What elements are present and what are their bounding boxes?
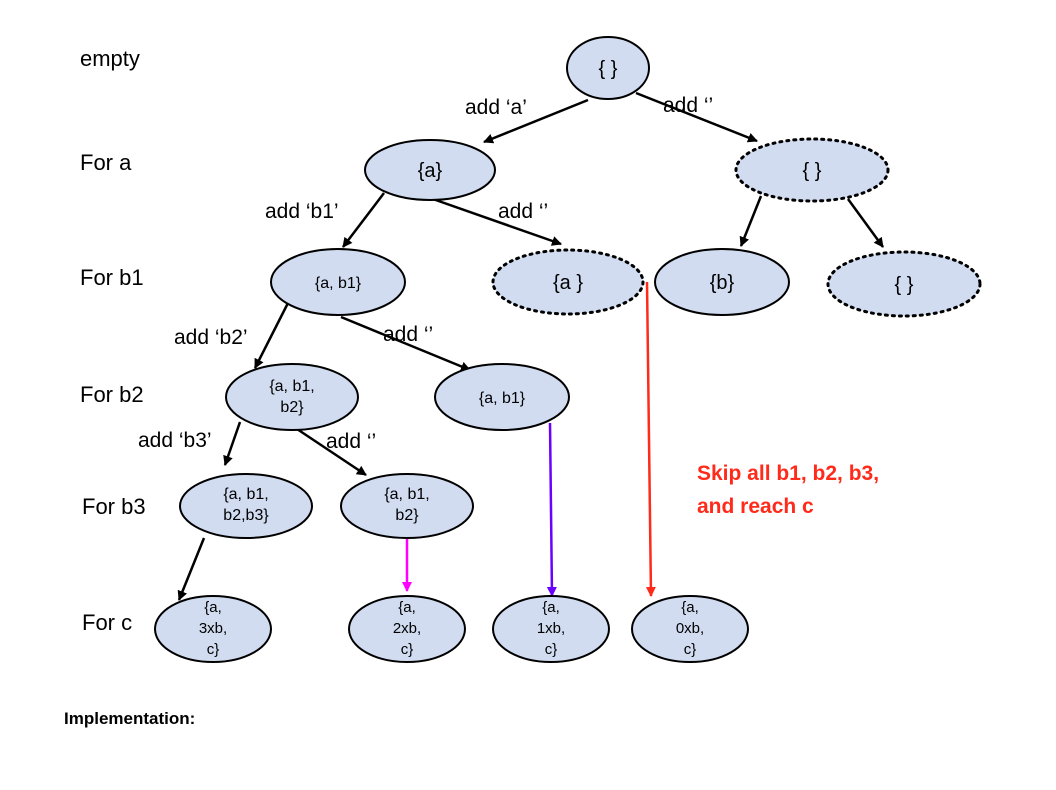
edge-label-ab1-b2: add ‘b2’ (174, 326, 248, 349)
node-c-0xb-line2: 0xb, (676, 620, 704, 637)
edge-a-skip (429, 196, 562, 246)
edge-red (645, 281, 656, 597)
level-label-b1: For b1 (80, 265, 144, 290)
implementation-heading: Implementation: (64, 709, 195, 728)
node-ab1-second-label: {a, b1} (479, 390, 526, 407)
edge-label-ab1-empty: add ‘’ (383, 323, 433, 346)
skip-note-line2: and reach c (697, 495, 814, 518)
edge-label-root-a: add ‘a’ (465, 96, 527, 119)
node-ab1-label: {a, b1} (315, 275, 362, 292)
level-label-b3: For b3 (82, 494, 146, 519)
edge-label-a-b1: add ‘b1’ (265, 200, 339, 223)
node-empty-after-a: { } (734, 137, 890, 203)
edge-label-root-empty: add ‘’ (663, 94, 713, 117)
edge-b3-c (177, 537, 206, 601)
node-empty-after-b: { } (826, 250, 982, 318)
node-c-0xb-line1: {a, (681, 599, 699, 616)
edge-purple (546, 422, 557, 597)
node-c-2xb: {a, 2xb, c} (348, 595, 466, 663)
node-empty-after-b-label: { } (895, 274, 914, 296)
edge-empty-empty (846, 198, 885, 248)
node-ab1b2-line1: {a, b1, (269, 378, 314, 395)
edge-ab1-b2 (253, 300, 291, 369)
node-root: { } (566, 36, 650, 100)
node-empty-after-a-label: { } (803, 160, 822, 182)
node-c-3xb-line3: c} (207, 641, 220, 658)
edge-label-a-empty: add ‘’ (498, 200, 548, 223)
level-label-empty: empty (80, 46, 140, 71)
node-a-label: {a} (418, 160, 443, 182)
node-c-1xb-line2: 1xb, (537, 620, 565, 637)
node-ab1: {a, b1} (270, 248, 406, 316)
node-root-label: { } (599, 58, 618, 80)
edge-label-ab1b2-empty: add ‘’ (326, 430, 376, 453)
node-c-0xb: {a, 0xb, c} (631, 595, 749, 663)
edge-root-a (483, 98, 589, 144)
node-c-1xb: {a, 1xb, c} (492, 595, 610, 663)
node-c-3xb: {a, 3xb, c} (154, 595, 272, 663)
edge-label-ab1b2-b3: add ‘b3’ (138, 429, 212, 452)
node-c-3xb-line1: {a, (204, 599, 222, 616)
node-c-1xb-line1: {a, (542, 599, 560, 616)
level-label-c: For c (82, 610, 132, 635)
edge-ab1b2-b3 (223, 421, 242, 466)
level-label-b2: For b2 (80, 382, 144, 407)
node-c-2xb-line3: c} (401, 641, 414, 658)
node-a: {a} (364, 139, 496, 201)
edge-ab1b2-empty (293, 425, 367, 477)
node-b: {b} (654, 248, 790, 316)
node-ab1b2: {a, b1, b2} (225, 363, 359, 431)
node-ab1b2-second: {a, b1, b2} (340, 473, 474, 539)
node-ab1-second: {a, b1} (434, 363, 570, 431)
edge-empty-b (739, 195, 763, 247)
node-c-3xb-line2: 3xb, (199, 620, 227, 637)
node-a-skip: {a } (491, 248, 645, 316)
node-c-0xb-line3: c} (684, 641, 697, 658)
node-ab1b2b3-line1: {a, b1, (223, 486, 268, 503)
node-ab1b2-line2: b2} (280, 399, 304, 416)
node-c-1xb-line3: c} (545, 641, 558, 658)
node-c-2xb-line1: {a, (398, 599, 416, 616)
skip-note-line1: Skip all b1, b2, b3, (697, 462, 879, 485)
node-c-2xb-line2: 2xb, (393, 620, 421, 637)
level-label-a: For a (80, 150, 132, 175)
node-ab1b2b3-line2: b2,b3} (223, 507, 269, 524)
node-a-skip-label: {a } (553, 272, 583, 294)
node-ab1b2-second-line1: {a, b1, (384, 486, 429, 503)
node-ab1b2-second-line2: b2} (395, 507, 419, 524)
edge-a-b1 (342, 192, 385, 248)
node-b-label: {b} (710, 272, 735, 294)
edge-ab1-empty (340, 315, 471, 372)
node-ab1b2b3: {a, b1, b2,b3} (179, 473, 313, 539)
edge-root-empty (635, 91, 758, 143)
